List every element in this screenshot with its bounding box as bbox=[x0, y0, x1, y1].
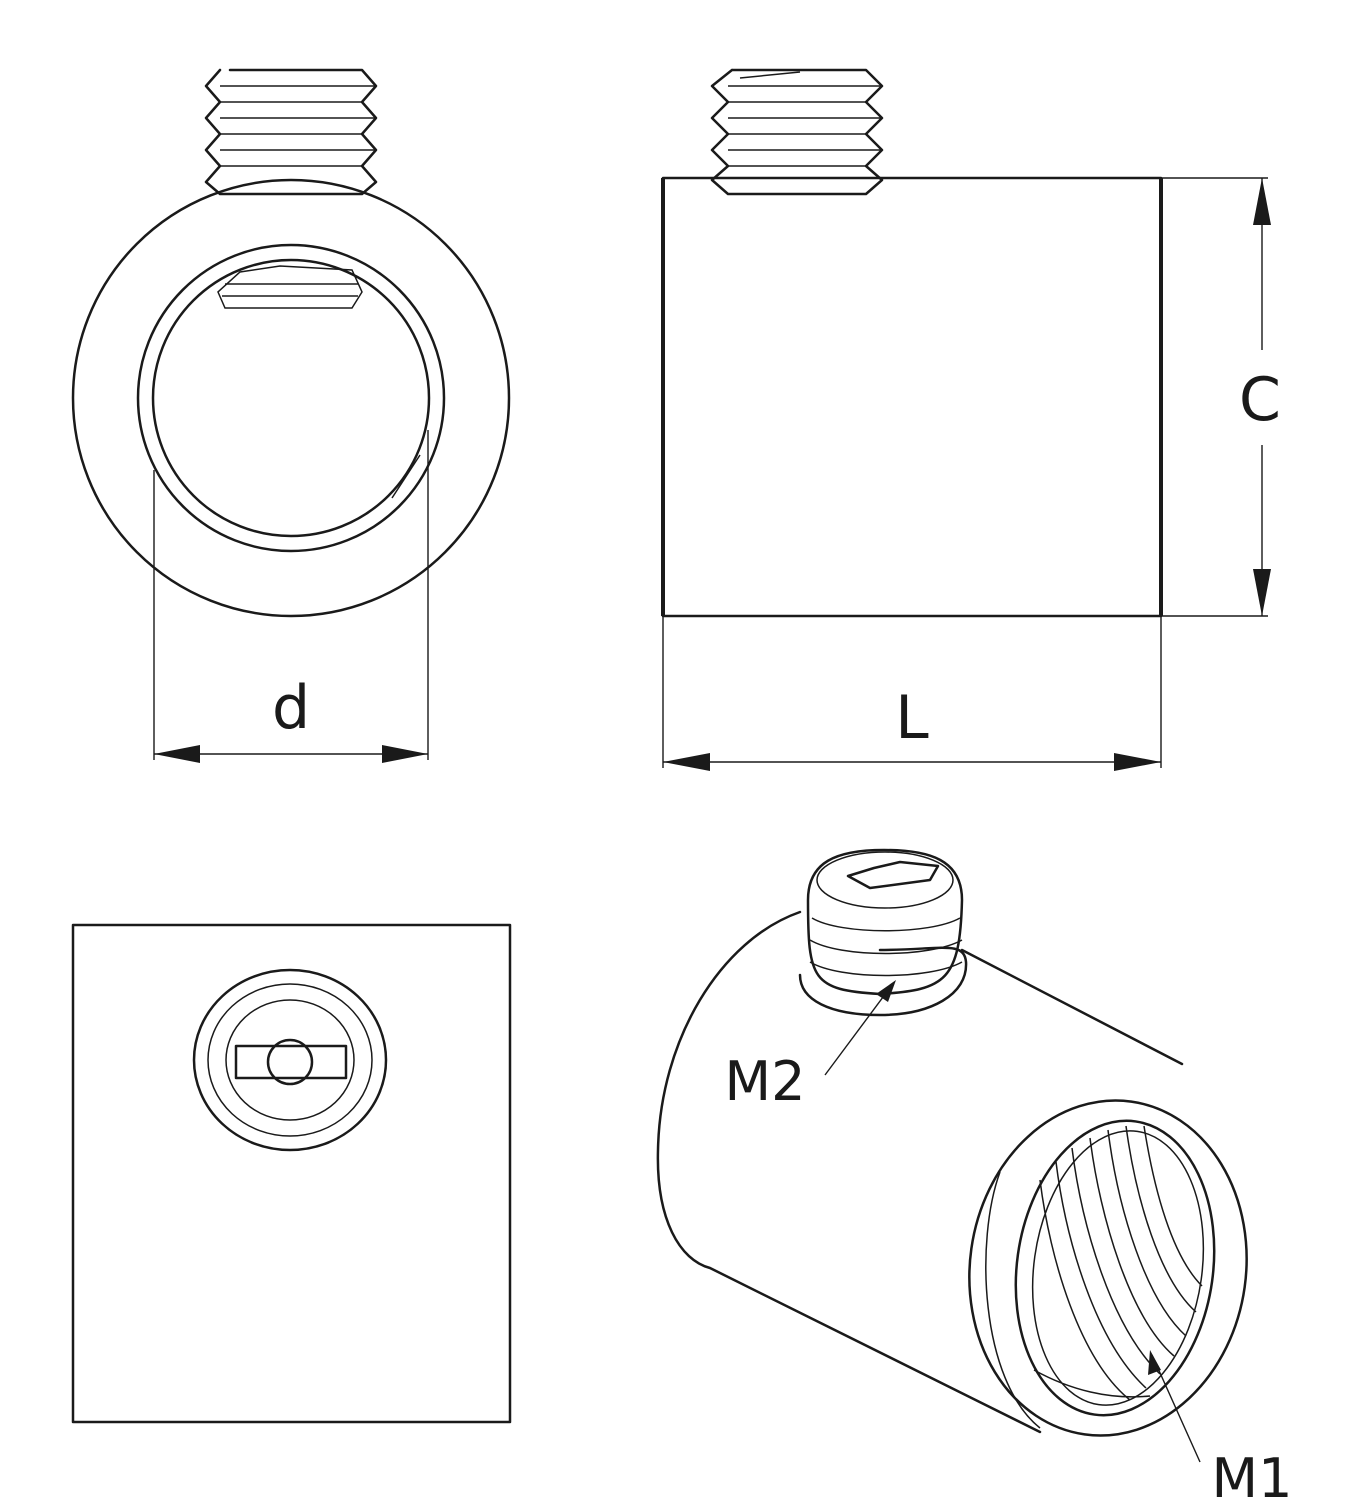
leader-m1: M1 bbox=[1148, 1350, 1292, 1500]
top-view bbox=[71, 923, 512, 1424]
label-l: L bbox=[895, 683, 929, 753]
leader-m2: M2 bbox=[725, 980, 896, 1113]
label-m2: M2 bbox=[725, 1050, 806, 1113]
iso-body bbox=[656, 910, 1042, 1434]
front-view-outer-ring bbox=[71, 178, 511, 618]
front-view-bore-outer bbox=[136, 243, 446, 553]
front-view-screw bbox=[204, 68, 378, 196]
iso-bore-threads bbox=[1033, 1125, 1203, 1401]
front-view: d bbox=[71, 68, 511, 763]
iso-front-face bbox=[968, 1099, 1248, 1437]
label-c: C bbox=[1239, 365, 1281, 435]
side-view-screw bbox=[710, 68, 884, 196]
side-view: C L bbox=[661, 68, 1281, 771]
iso-bore bbox=[1014, 1119, 1216, 1417]
dimension-l: L bbox=[662, 616, 1162, 771]
dimension-c: C bbox=[1161, 177, 1281, 617]
top-view-body bbox=[71, 923, 512, 1424]
isometric-view: M2 M1 bbox=[656, 848, 1292, 1500]
side-view-body bbox=[661, 176, 1163, 618]
dimension-d: d bbox=[153, 430, 429, 763]
iso-screw bbox=[798, 848, 968, 1017]
label-d: d bbox=[272, 673, 310, 743]
label-m1: M1 bbox=[1212, 1447, 1293, 1500]
top-view-screw-head bbox=[192, 968, 388, 1152]
front-view-bore-inner bbox=[151, 258, 431, 538]
